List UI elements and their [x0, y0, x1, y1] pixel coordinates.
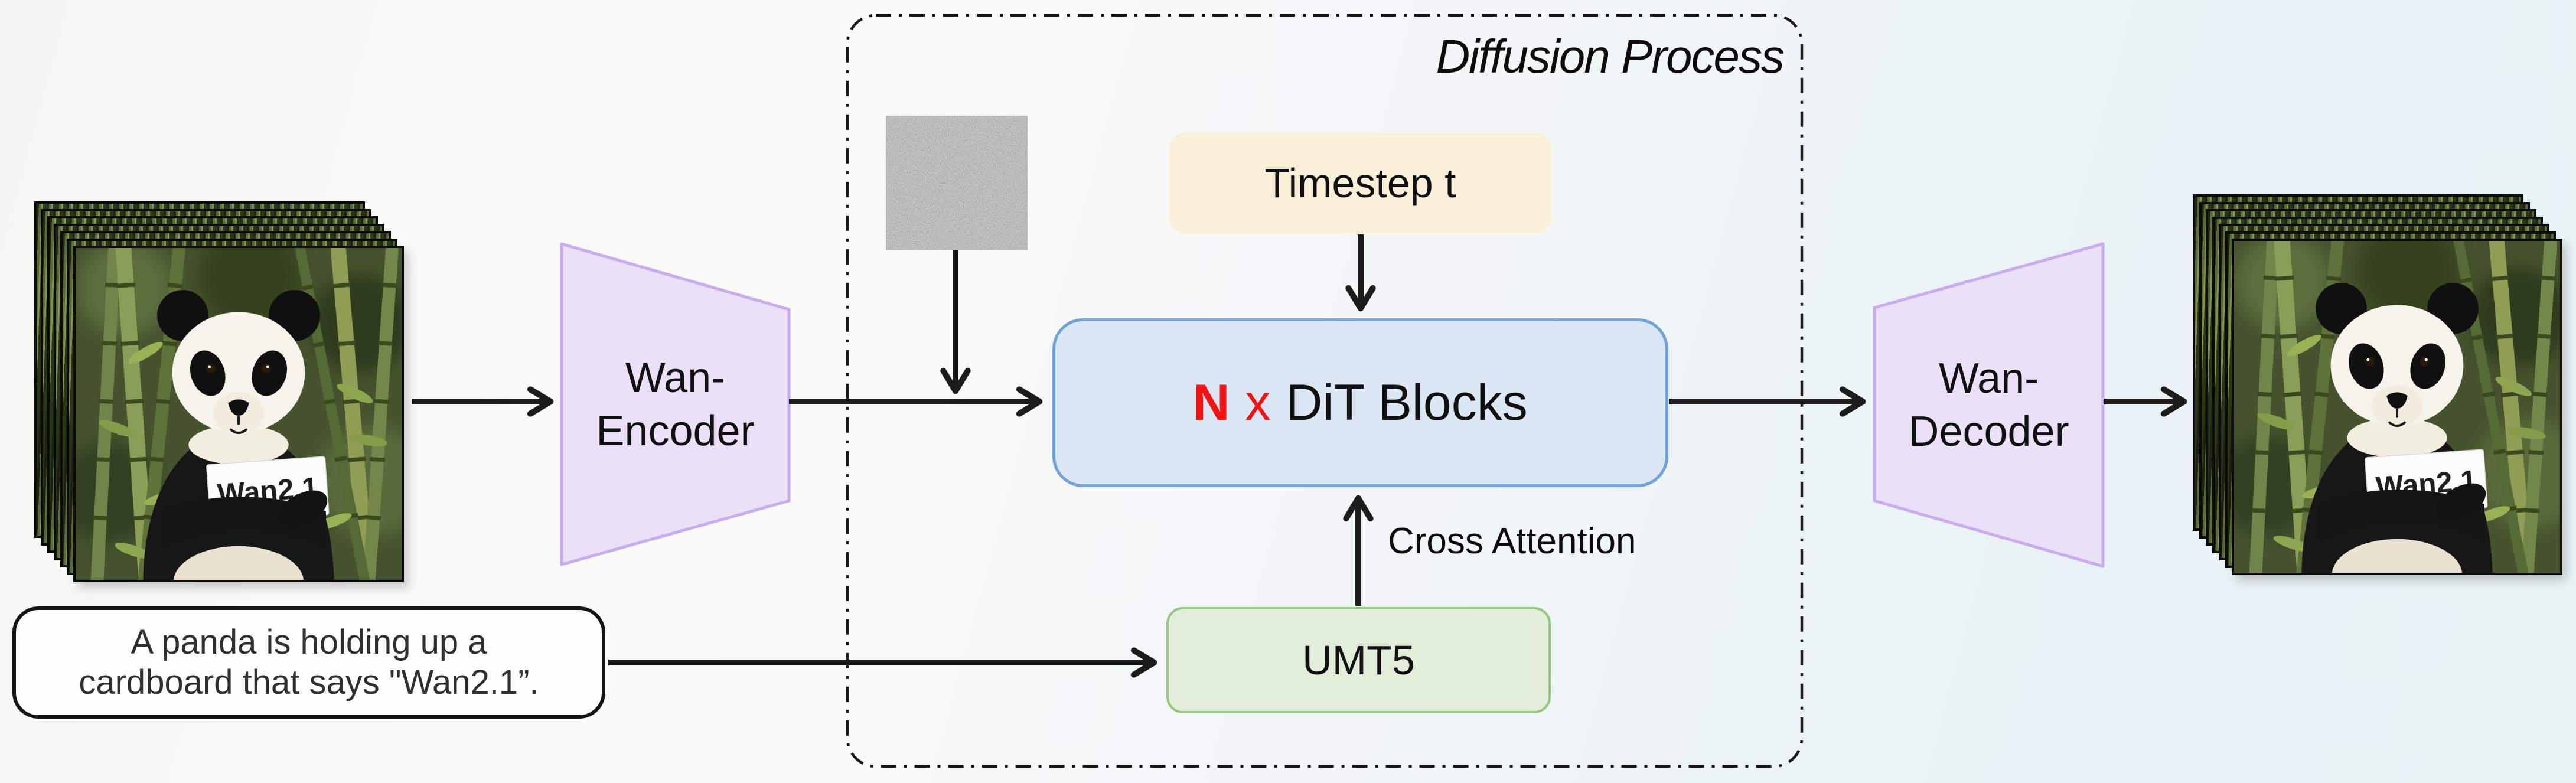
umt5-box: UMT5 — [1166, 607, 1551, 713]
cross-attention-label: Cross Attention — [1388, 520, 1636, 562]
wan-encoder-label: Wan- Encoder — [562, 244, 789, 565]
diffusion-process-title: Diffusion Process — [1436, 30, 1785, 83]
diffusion-process-boundary — [846, 14, 1804, 768]
encoder-label-line1: Wan- — [625, 354, 726, 402]
umt5-label: UMT5 — [1302, 637, 1415, 683]
dit-times-symbol: x — [1245, 374, 1271, 431]
input-video-frames — [34, 201, 410, 582]
output-video-frames — [2193, 194, 2569, 575]
video-frame-front — [2232, 239, 2562, 575]
dit-blocks-box: N x DiT Blocks — [1052, 318, 1668, 487]
timestep-label: Timestep t — [1264, 160, 1456, 206]
dit-label: DiT Blocks — [1286, 374, 1528, 431]
prompt-line-2: cardboard that says "Wan2.1”. — [79, 663, 539, 702]
wan-decoder-shape — [1873, 242, 2105, 568]
encoder-label-line2: Encoder — [596, 407, 755, 455]
wan-decoder-label: Wan- Decoder — [1874, 244, 2103, 566]
wan-encoder-shape — [560, 242, 791, 566]
decoder-label-line2: Decoder — [1908, 408, 2069, 455]
dit-multiplier: N — [1193, 374, 1230, 431]
video-frame-front — [73, 246, 404, 582]
timestep-box: Timestep t — [1169, 133, 1551, 233]
prompt-bubble: A panda is holding up a cardboard that s… — [12, 606, 605, 719]
decoder-label-line1: Wan- — [1938, 355, 2039, 402]
prompt-line-1: A panda is holding up a — [131, 622, 487, 661]
noise-patch — [886, 116, 1028, 250]
